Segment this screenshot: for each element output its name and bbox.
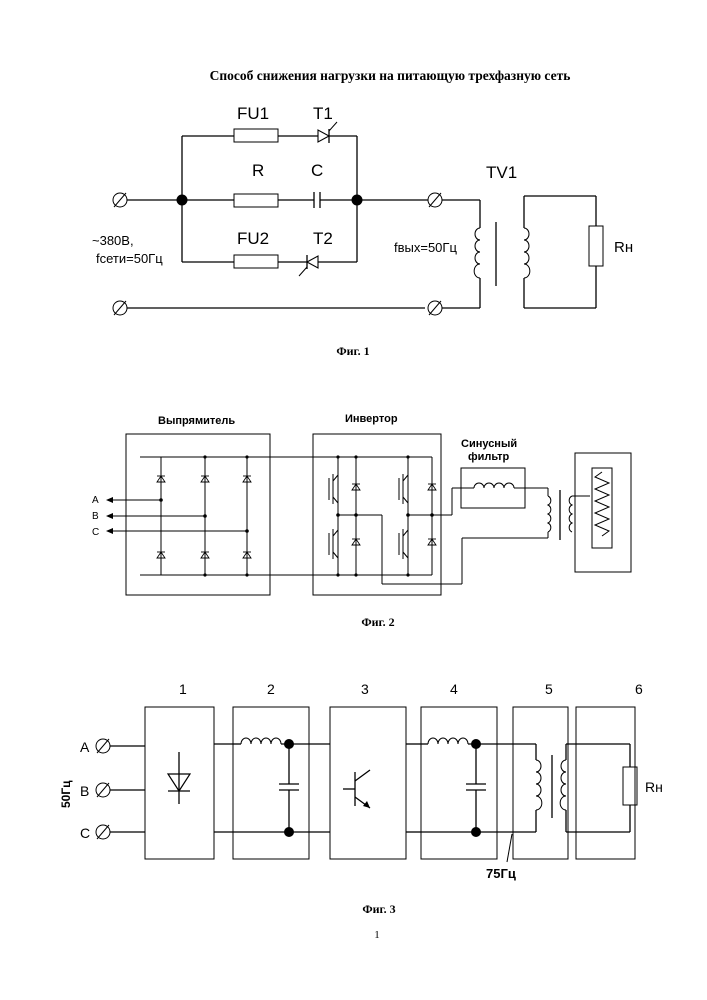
label-sine-filter-1: Синусный: [461, 438, 517, 450]
fig2-transformer-secondary: [569, 496, 572, 532]
load-block: [575, 453, 631, 572]
caption-fig-2: Фиг. 2: [361, 615, 394, 629]
block-5-primary-winding: [536, 760, 542, 810]
block-3-inverter: [330, 707, 406, 859]
caption-fig-1: Фиг. 1: [336, 344, 369, 358]
block-6-load: [576, 707, 635, 859]
capacitor-c: [314, 192, 320, 208]
block-number-2: 2: [267, 681, 275, 697]
page-number: 1: [374, 929, 380, 941]
label-phase-c: C: [92, 527, 99, 538]
label-output-freq: 75Гц: [486, 866, 516, 881]
block-2-lc-filter: [233, 707, 309, 859]
block-5-transformer: [513, 707, 568, 859]
label-inverter: Инвертор: [345, 413, 398, 425]
caption-fig-3: Фиг. 3: [362, 902, 395, 916]
transistor-symbol: [343, 770, 370, 808]
figure-3: 1 2 3 4 5 6 A B C 50Гц: [59, 681, 663, 916]
output-terminal-top: [428, 193, 442, 207]
rectifier-block: [126, 434, 270, 595]
fig3-label-phase-a: A: [80, 739, 90, 755]
label-rectifier: Выпрямитель: [158, 415, 235, 427]
label-t2: T2: [313, 229, 333, 248]
block-2-inductor: [241, 738, 281, 744]
filter-inductor: [474, 483, 514, 488]
fig3-label-phase-c: C: [80, 825, 90, 841]
block-4-inductor: [428, 738, 468, 744]
label-supply-freq: fсети=50Гц: [96, 251, 163, 266]
label-tv1: TV1: [486, 163, 517, 182]
label-fu1: FU1: [237, 104, 269, 123]
page-title: Способ снижения нагрузки на питающую тре…: [210, 68, 571, 83]
output-terminal-bottom: [428, 301, 442, 315]
input-terminal-top: [113, 193, 127, 207]
terminal-b: [96, 783, 110, 797]
figure-2: Выпрямитель Инвертор Синусный фильтр: [92, 413, 631, 629]
block-number-1: 1: [179, 681, 187, 697]
label-t1: T1: [313, 104, 333, 123]
label-c: C: [311, 161, 323, 180]
label-out-freq: fвых=50Гц: [394, 240, 457, 255]
block-4-lc-filter: [421, 707, 497, 859]
rectifier-diode-symbol: [168, 752, 190, 804]
fig3-label-phase-b: B: [80, 783, 89, 799]
label-r: R: [252, 161, 264, 180]
thyristor-t1: [318, 122, 337, 143]
load-resistor-rn: [589, 226, 603, 266]
thyristor-t2: [299, 255, 318, 276]
figure-1: FU1 T1 R C FU2 T2 TV1 ~380В, fсети=50Гц …: [92, 104, 633, 358]
label-phase-b: B: [92, 511, 99, 522]
block-number-5: 5: [545, 681, 553, 697]
fig2-transformer-primary: [548, 496, 551, 532]
fuse-fu1: [234, 129, 278, 142]
label-load-rn: Rн: [614, 239, 633, 256]
resistor-r: [234, 194, 278, 207]
transformer-tv1: [474, 222, 530, 286]
label-input-freq: 50Гц: [59, 780, 73, 808]
label-phase-a: A: [92, 495, 99, 506]
block-number-3: 3: [361, 681, 369, 697]
fig3-label-load-rn: Rн: [645, 779, 663, 795]
terminal-c: [96, 825, 110, 839]
block-number-6: 6: [635, 681, 643, 697]
block-number-4: 4: [450, 681, 458, 697]
fuse-fu2: [234, 255, 278, 268]
terminal-a: [96, 739, 110, 753]
label-fu2: FU2: [237, 229, 269, 248]
block-5-secondary-winding: [560, 760, 566, 810]
input-terminal-bottom: [113, 301, 127, 315]
label-supply-voltage: ~380В,: [92, 233, 134, 248]
label-sine-filter-2: фильтр: [468, 451, 510, 463]
